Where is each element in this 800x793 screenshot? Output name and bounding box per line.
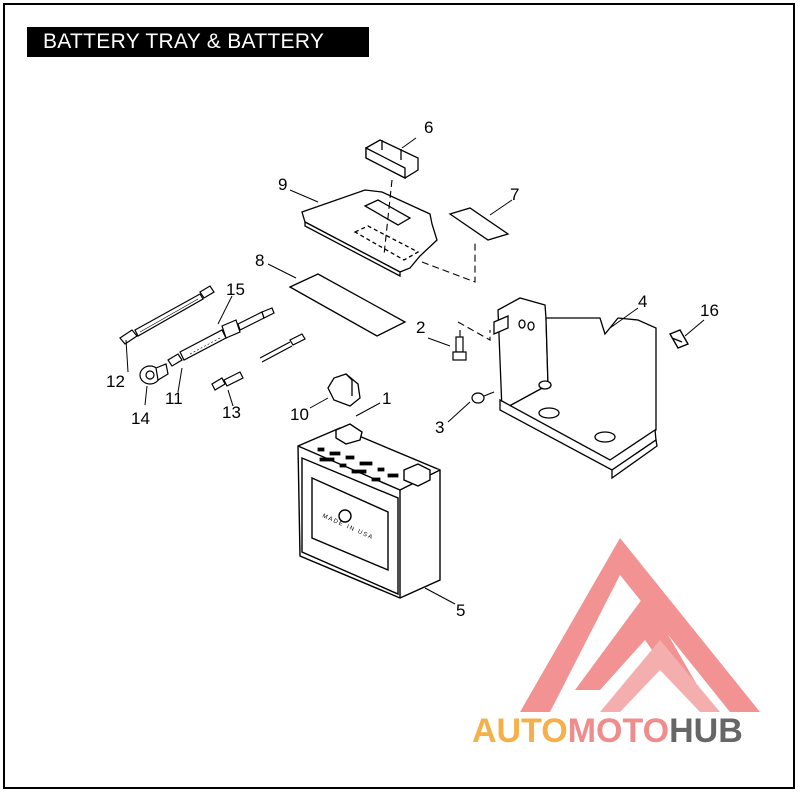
callout-13: 13 (222, 403, 241, 422)
part-13-cable (211, 333, 306, 391)
part-6-clamp (365, 139, 419, 180)
part-2-bolt (452, 336, 467, 361)
part-8-pad (288, 273, 407, 337)
callout-5: 5 (456, 601, 465, 620)
callout-8: 8 (255, 251, 264, 270)
callout-10: 10 (290, 405, 309, 424)
callout-4: 4 (638, 292, 647, 311)
callout-14: 14 (131, 409, 150, 428)
callout-11: 11 (165, 389, 183, 408)
part-14-terminal (139, 363, 169, 385)
callout-2: 2 (416, 318, 425, 337)
callout-15: 15 (226, 280, 245, 299)
leader-lines (125, 137, 705, 605)
callout-12: 12 (106, 372, 125, 391)
diagram-frame (3, 3, 795, 789)
part-7-pad (448, 207, 510, 241)
page-title: BATTERY TRAY & BATTERY (27, 27, 369, 57)
watermark-moto: MOTO (568, 712, 669, 750)
callout-16: 16 (700, 301, 719, 320)
callout-6: 6 (424, 118, 433, 137)
part-5-battery (297, 423, 441, 599)
watermark-text: AUTOMOTOHUB (472, 712, 743, 750)
callout-3: 3 (435, 418, 444, 437)
part-12-cable (119, 285, 215, 345)
part-16-clip (668, 329, 690, 349)
part-9-top-cover (301, 189, 438, 278)
part-3-screw (471, 391, 495, 404)
callout-9: 9 (278, 175, 287, 194)
part-4-battery-tray (493, 297, 658, 480)
watermark-auto: AUTO (472, 712, 568, 750)
part-11-cable (167, 307, 275, 367)
callout-7: 7 (510, 185, 519, 204)
callout-1: 1 (382, 389, 391, 408)
watermark-logo-icon (520, 538, 760, 712)
callout-numbers: 6 9 7 8 15 4 16 2 12 1 11 10 13 14 3 5 (106, 118, 719, 620)
watermark-hub: HUB (669, 712, 743, 750)
part-10-terminal-cover (327, 373, 361, 407)
